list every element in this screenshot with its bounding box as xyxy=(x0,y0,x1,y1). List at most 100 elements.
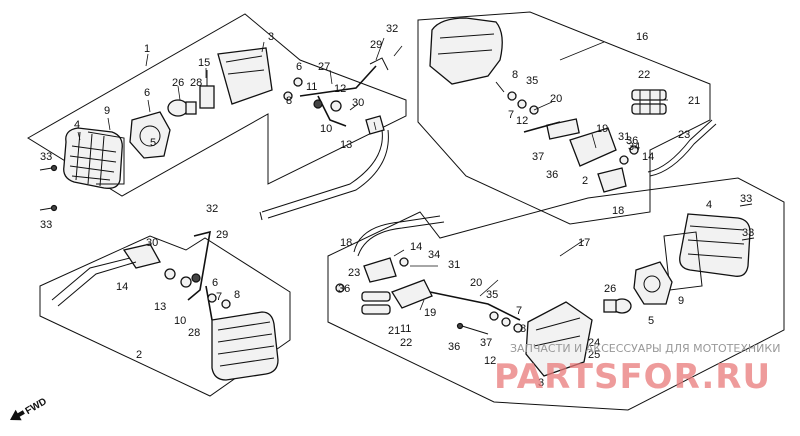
callout-22: 22 xyxy=(638,69,650,81)
leader-lines xyxy=(77,37,668,311)
front-right-bulb xyxy=(167,99,197,117)
callout-21: 21 xyxy=(688,95,700,107)
callout-25: 25 xyxy=(588,349,600,361)
callout-35: 35 xyxy=(526,75,538,87)
front-left-wire-harness xyxy=(51,257,137,307)
rear-right-mount-bracket xyxy=(523,118,627,193)
callout-30: 30 xyxy=(352,97,364,109)
front-right-bulb-socket xyxy=(199,70,215,109)
callout-24: 24 xyxy=(588,337,600,349)
fwd-arrow: FWD xyxy=(10,396,49,421)
front-right-housing xyxy=(217,47,273,105)
callout-7-b: 7 xyxy=(216,291,222,303)
callout-11: 11 xyxy=(400,323,411,335)
front-right-stay-hardware xyxy=(283,57,389,135)
rear-left-turn-signal-lens xyxy=(679,213,751,277)
callout-9: 9 xyxy=(104,105,110,117)
rear-right-wire xyxy=(495,81,717,177)
callout-28: 28 xyxy=(188,327,200,339)
callout-34-b: 34 xyxy=(428,249,440,261)
callout-20-b: 20 xyxy=(470,277,482,289)
callout-12-b: 12 xyxy=(484,355,496,367)
callout-36: 36 xyxy=(626,135,638,147)
callout-15: 15 xyxy=(198,57,210,69)
rear-left-housing xyxy=(525,301,593,377)
callout-13-b: 13 xyxy=(154,301,166,313)
callout-33-d: 33 xyxy=(742,227,754,239)
fwd-label: FWD xyxy=(24,396,49,417)
rear-left-mount-bracket xyxy=(363,257,521,321)
callout-31-b: 31 xyxy=(448,259,460,271)
rear-right-housing xyxy=(429,17,503,85)
frame-rear-left-assembly xyxy=(327,177,785,411)
callout-14: 14 xyxy=(116,281,128,293)
callout-23: 23 xyxy=(678,129,690,141)
callout-14-b: 14 xyxy=(410,241,422,253)
rear-left-gasket xyxy=(663,231,703,291)
callout-3-b: 3 xyxy=(538,377,544,389)
rear-left-rubber-cushion xyxy=(361,291,391,315)
callout-32: 32 xyxy=(386,23,398,35)
callout-26: 26 xyxy=(172,77,184,89)
callout-23-b: 23 xyxy=(348,267,360,279)
callout-11-b: 11 xyxy=(306,81,317,93)
callout-37: 37 xyxy=(532,151,544,163)
callout-28-b: 28 xyxy=(190,77,202,89)
callout-labels-repeat: 33 32 29 30 13 10 6 7 8 18 14 23 34 31 3… xyxy=(40,61,754,389)
callout-8-d: 8 xyxy=(286,95,292,107)
callout-37-b: 37 xyxy=(480,337,492,349)
callout-6: 6 xyxy=(144,87,150,99)
front-right-gasket xyxy=(87,131,125,185)
callout-5-b: 5 xyxy=(150,137,156,149)
rear-right-rubber-cushion xyxy=(631,89,667,115)
watermark-brand: PARTSFOR.RU xyxy=(494,357,771,397)
callout-27: 27 xyxy=(318,61,330,73)
callout-30-b: 30 xyxy=(146,237,158,249)
front-right-screws xyxy=(39,164,58,212)
callout-5: 5 xyxy=(648,315,654,327)
callout-19: 19 xyxy=(596,123,608,135)
callout-31: 31 xyxy=(618,131,630,143)
frame-front-left-assembly xyxy=(39,235,291,397)
callout-33-c: 33 xyxy=(740,193,752,205)
callout-18-b: 18 xyxy=(340,237,352,249)
callout-2-b: 2 xyxy=(582,175,588,187)
callout-36-b: 36 xyxy=(338,283,350,295)
callout-12: 12 xyxy=(516,115,528,127)
rear-left-bulb xyxy=(603,298,632,314)
callout-2: 2 xyxy=(136,349,142,361)
callout-8-c: 8 xyxy=(520,323,526,335)
rear-left-washers xyxy=(335,257,523,335)
callout-1: 1 xyxy=(144,43,150,55)
callout-17: 17 xyxy=(578,237,590,249)
front-left-stay-hardware xyxy=(122,230,231,321)
rear-left-wire xyxy=(353,203,755,257)
callout-9-b: 9 xyxy=(678,295,684,307)
callout-21-b: 21 xyxy=(388,325,400,337)
callout-14-c: 14 xyxy=(642,151,654,163)
callout-36-d: 36 xyxy=(546,169,558,181)
watermark: ЗАПЧАСТИ И АКСЕССУАРЫ ДЛЯ МОТОТЕХНИКИ PA… xyxy=(494,342,780,397)
callout-19-b: 19 xyxy=(424,307,436,319)
callout-4: 4 xyxy=(74,119,80,131)
callout-13: 13 xyxy=(340,139,352,151)
callout-33: 33 xyxy=(40,151,52,163)
callout-35-b: 35 xyxy=(486,289,498,301)
callout-36-c: 36 xyxy=(448,341,460,353)
callout-4-b: 4 xyxy=(706,199,712,211)
callout-6-c: 6 xyxy=(296,61,302,73)
callout-labels: 1 2 3 4 5 6 7 8 9 10 11 12 13 14 15 16 1… xyxy=(40,23,700,361)
watermark-tagline: ЗАПЧАСТИ И АКСЕССУАРЫ ДЛЯ МОТОТЕХНИКИ xyxy=(510,342,780,355)
frame-front-right-assembly xyxy=(27,13,407,197)
callout-29: 29 xyxy=(370,39,382,51)
callout-20: 20 xyxy=(550,93,562,105)
callout-3: 3 xyxy=(268,31,274,43)
callout-6-b: 6 xyxy=(212,277,218,289)
callout-32-b: 32 xyxy=(206,203,218,215)
callout-29-b: 29 xyxy=(216,229,228,241)
callout-26-b: 26 xyxy=(604,283,616,295)
callout-22-b: 22 xyxy=(400,337,412,349)
callout-7-c: 7 xyxy=(516,305,522,317)
